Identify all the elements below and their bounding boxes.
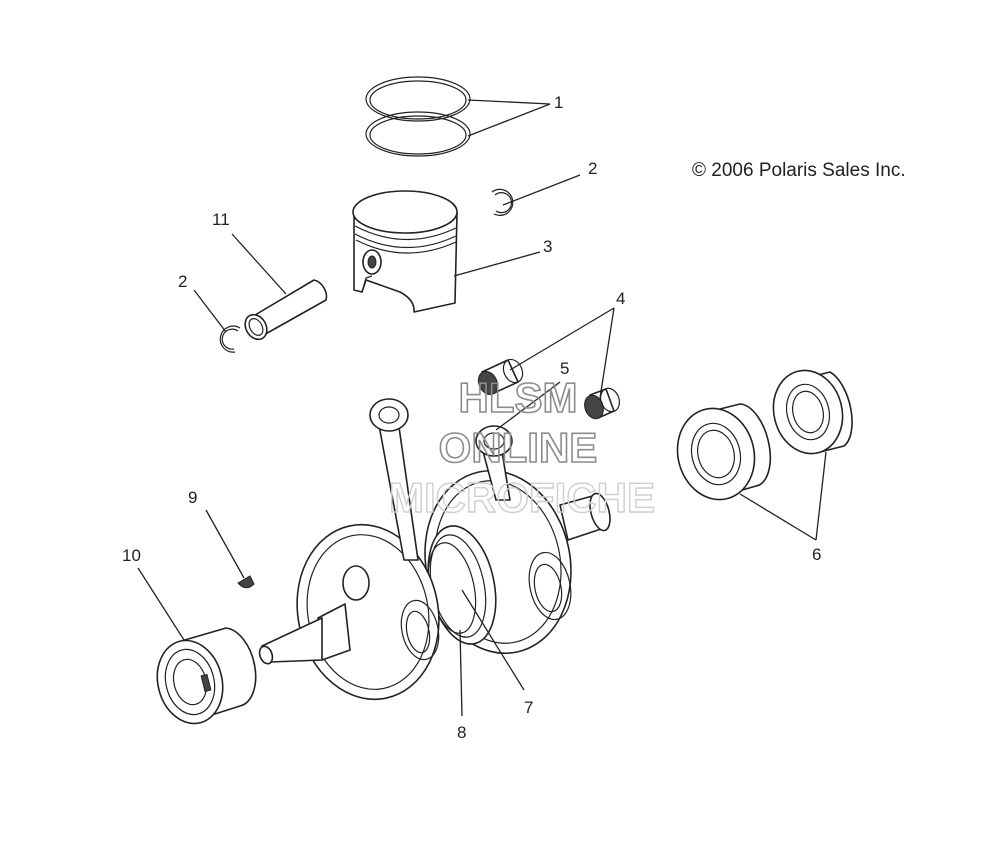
- watermark: HLSM ONLINE MICROFICHE: [388, 373, 655, 522]
- wrist-pin[interactable]: [241, 279, 328, 343]
- callout-2-right[interactable]: 2: [588, 159, 597, 178]
- copyright-text: © 2006 Polaris Sales Inc.: [692, 160, 906, 181]
- crankshaft-assembly[interactable]: [257, 398, 613, 713]
- callout-3[interactable]: 3: [543, 237, 552, 256]
- woodruff-key[interactable]: [237, 575, 255, 589]
- needle-bearing-1[interactable]: [475, 356, 526, 397]
- ball-bearing-rear[interactable]: [765, 363, 853, 461]
- callout-1[interactable]: 1: [554, 93, 563, 112]
- callout-10[interactable]: 10: [122, 546, 141, 565]
- piston[interactable]: [352, 190, 458, 313]
- circlip-left[interactable]: [219, 325, 241, 353]
- callout-2-left[interactable]: 2: [178, 272, 187, 291]
- piston-rings[interactable]: [365, 76, 471, 157]
- callout-11[interactable]: 11: [212, 210, 230, 229]
- watermark-line-1: HLSM: [459, 374, 578, 421]
- ball-bearing-front[interactable]: [668, 400, 772, 508]
- callout-6[interactable]: 6: [812, 545, 821, 564]
- callout-5[interactable]: 5: [560, 359, 569, 378]
- callout-4[interactable]: 4: [616, 289, 625, 308]
- callout-7[interactable]: 7: [524, 698, 533, 717]
- needle-bearing-2[interactable]: [581, 386, 622, 422]
- roller-bearing[interactable]: [149, 627, 257, 730]
- watermark-line-2: ONLINE: [439, 424, 598, 471]
- watermark-line-3: MICROFICHE: [389, 474, 655, 521]
- leader-lines: [137, 99, 827, 717]
- callout-9[interactable]: 9: [188, 488, 197, 507]
- callout-8[interactable]: 8: [457, 723, 466, 742]
